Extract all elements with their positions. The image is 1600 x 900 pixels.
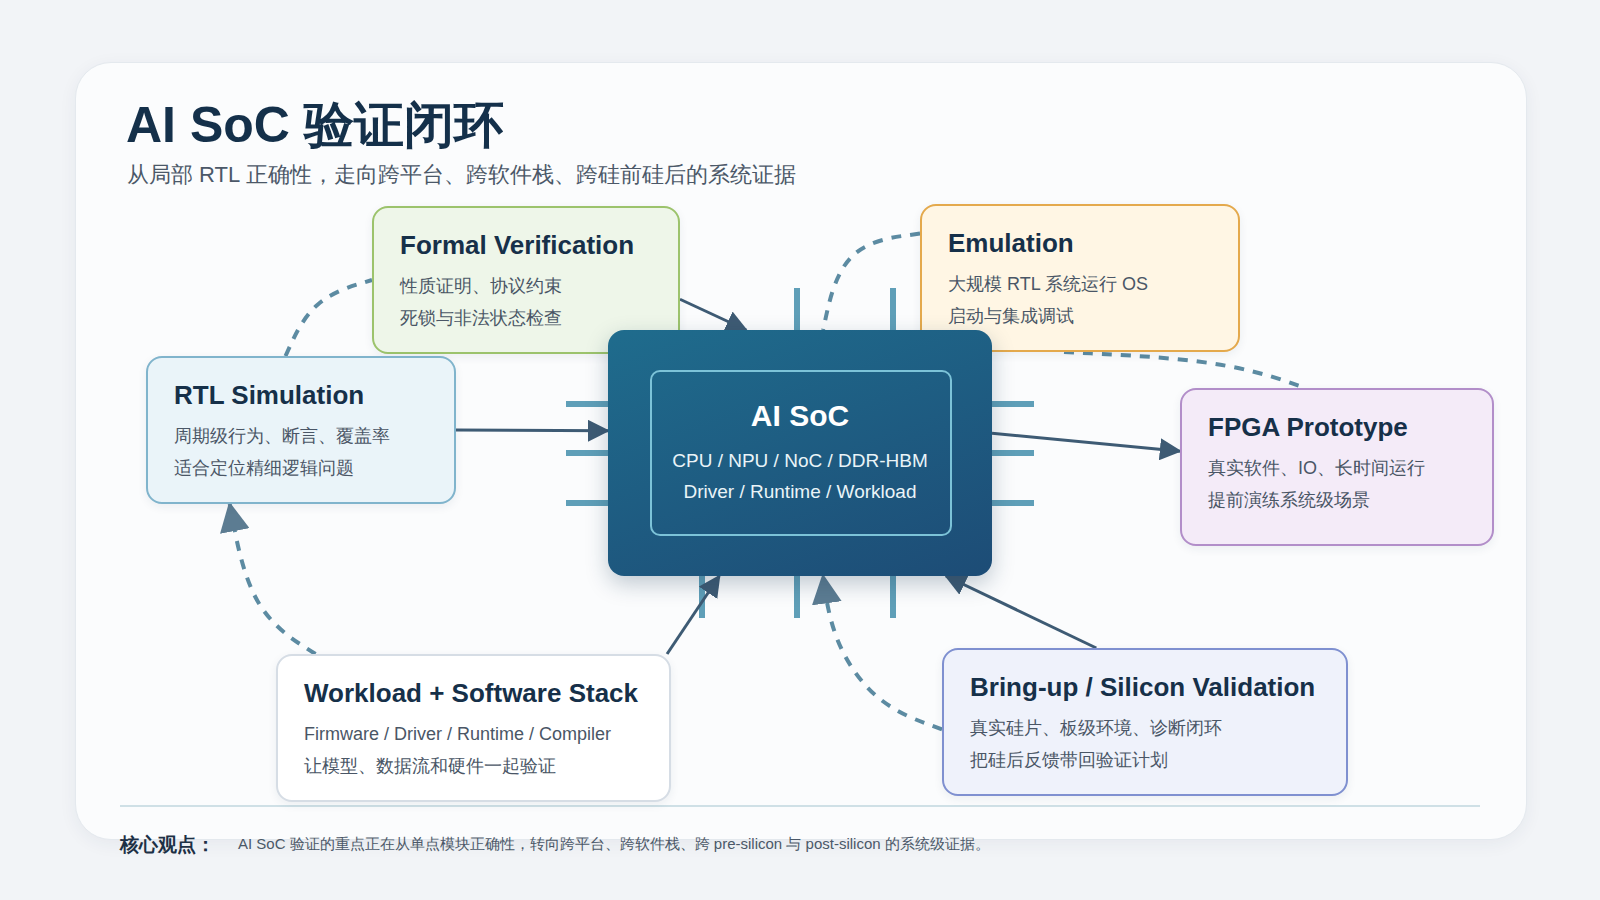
box-body: CPU / NPU / NoC / DDR-HBM Driver / Runti…	[660, 445, 940, 508]
box-body: 真实软件、IO、长时间运行 提前演练系统级场景	[1208, 453, 1466, 516]
flow-arrow	[946, 576, 1096, 648]
flow-arrow	[456, 429, 608, 433]
chip-pin	[794, 288, 800, 330]
chip-pin	[992, 500, 1034, 506]
flow-arrow	[680, 299, 746, 330]
pin-group	[566, 288, 1034, 618]
chip-pin	[992, 450, 1034, 456]
box-heading: Formal Verification	[400, 230, 634, 261]
chip-pin	[699, 576, 705, 618]
box-body: 性质证明、协议约束 死锁与非法状态检查	[400, 271, 652, 334]
feedback-loop-arrow	[286, 280, 373, 356]
flow-arrow	[667, 576, 719, 654]
box-body: 大规模 RTL 系统运行 OS 启动与集成调试	[948, 269, 1212, 332]
chip-pin	[890, 288, 896, 330]
feedback-loop-arrow	[1064, 352, 1306, 388]
chip-box: AI SoC CPU / NPU / NoC / DDR-HBM Driver /…	[608, 330, 992, 576]
box-heading: FPGA Prototype	[1208, 412, 1408, 443]
note-text: AI SoC 验证的重点正在从单点模块正确性，转向跨平台、跨软件栈、跨 pre-…	[238, 835, 990, 854]
box-heading: Bring-up / Silicon Validation	[970, 672, 1315, 703]
diagram-title: AI SoC 验证闭环	[126, 92, 504, 159]
platform-box: RTL Simulation 周期级行为、断言、覆盖率 适合定位精细逻辑问题	[146, 356, 456, 504]
chip-pin	[566, 500, 608, 506]
platform-box: Formal Verification 性质证明、协议约束 死锁与非法状态检查	[372, 206, 680, 354]
platform-box: Emulation 大规模 RTL 系统运行 OS 启动与集成调试	[920, 204, 1240, 352]
chip-pin	[566, 450, 608, 456]
diagram-subtitle: 从局部 RTL 正确性，走向跨平台、跨软件栈、跨硅前硅后的系统证据	[127, 160, 796, 190]
box-heading: RTL Simulation	[174, 380, 364, 411]
feedback-loop-arrow	[230, 504, 316, 654]
flow-arrow	[992, 433, 1180, 451]
box-heading: AI SoC	[751, 399, 849, 433]
chip-pin	[890, 576, 896, 618]
box-heading: Emulation	[948, 228, 1074, 259]
feedback-loop-arrow	[823, 234, 920, 330]
box-heading: Workload + Software Stack	[304, 678, 638, 709]
box-body: Firmware / Driver / Runtime / Compiler 让…	[304, 719, 643, 782]
platform-box: Workload + Software StackFirmware / Driv…	[276, 654, 671, 802]
box-body: 周期级行为、断言、覆盖率 适合定位精细逻辑问题	[174, 421, 428, 484]
chip-pin	[794, 576, 800, 618]
divider-line	[120, 805, 1480, 807]
chip-pin	[566, 401, 608, 407]
note-heading: 核心观点：	[120, 832, 215, 858]
feedback-loop-arrow	[823, 576, 942, 729]
platform-box: Bring-up / Silicon Validation 真实硅片、板级环境、诊…	[942, 648, 1348, 796]
box-body: 真实硅片、板级环境、诊断闭环 把硅后反馈带回验证计划	[970, 713, 1320, 776]
chip-pin	[992, 401, 1034, 407]
platform-box: FPGA Prototype 真实软件、IO、长时间运行 提前演练系统级场景	[1180, 388, 1494, 546]
